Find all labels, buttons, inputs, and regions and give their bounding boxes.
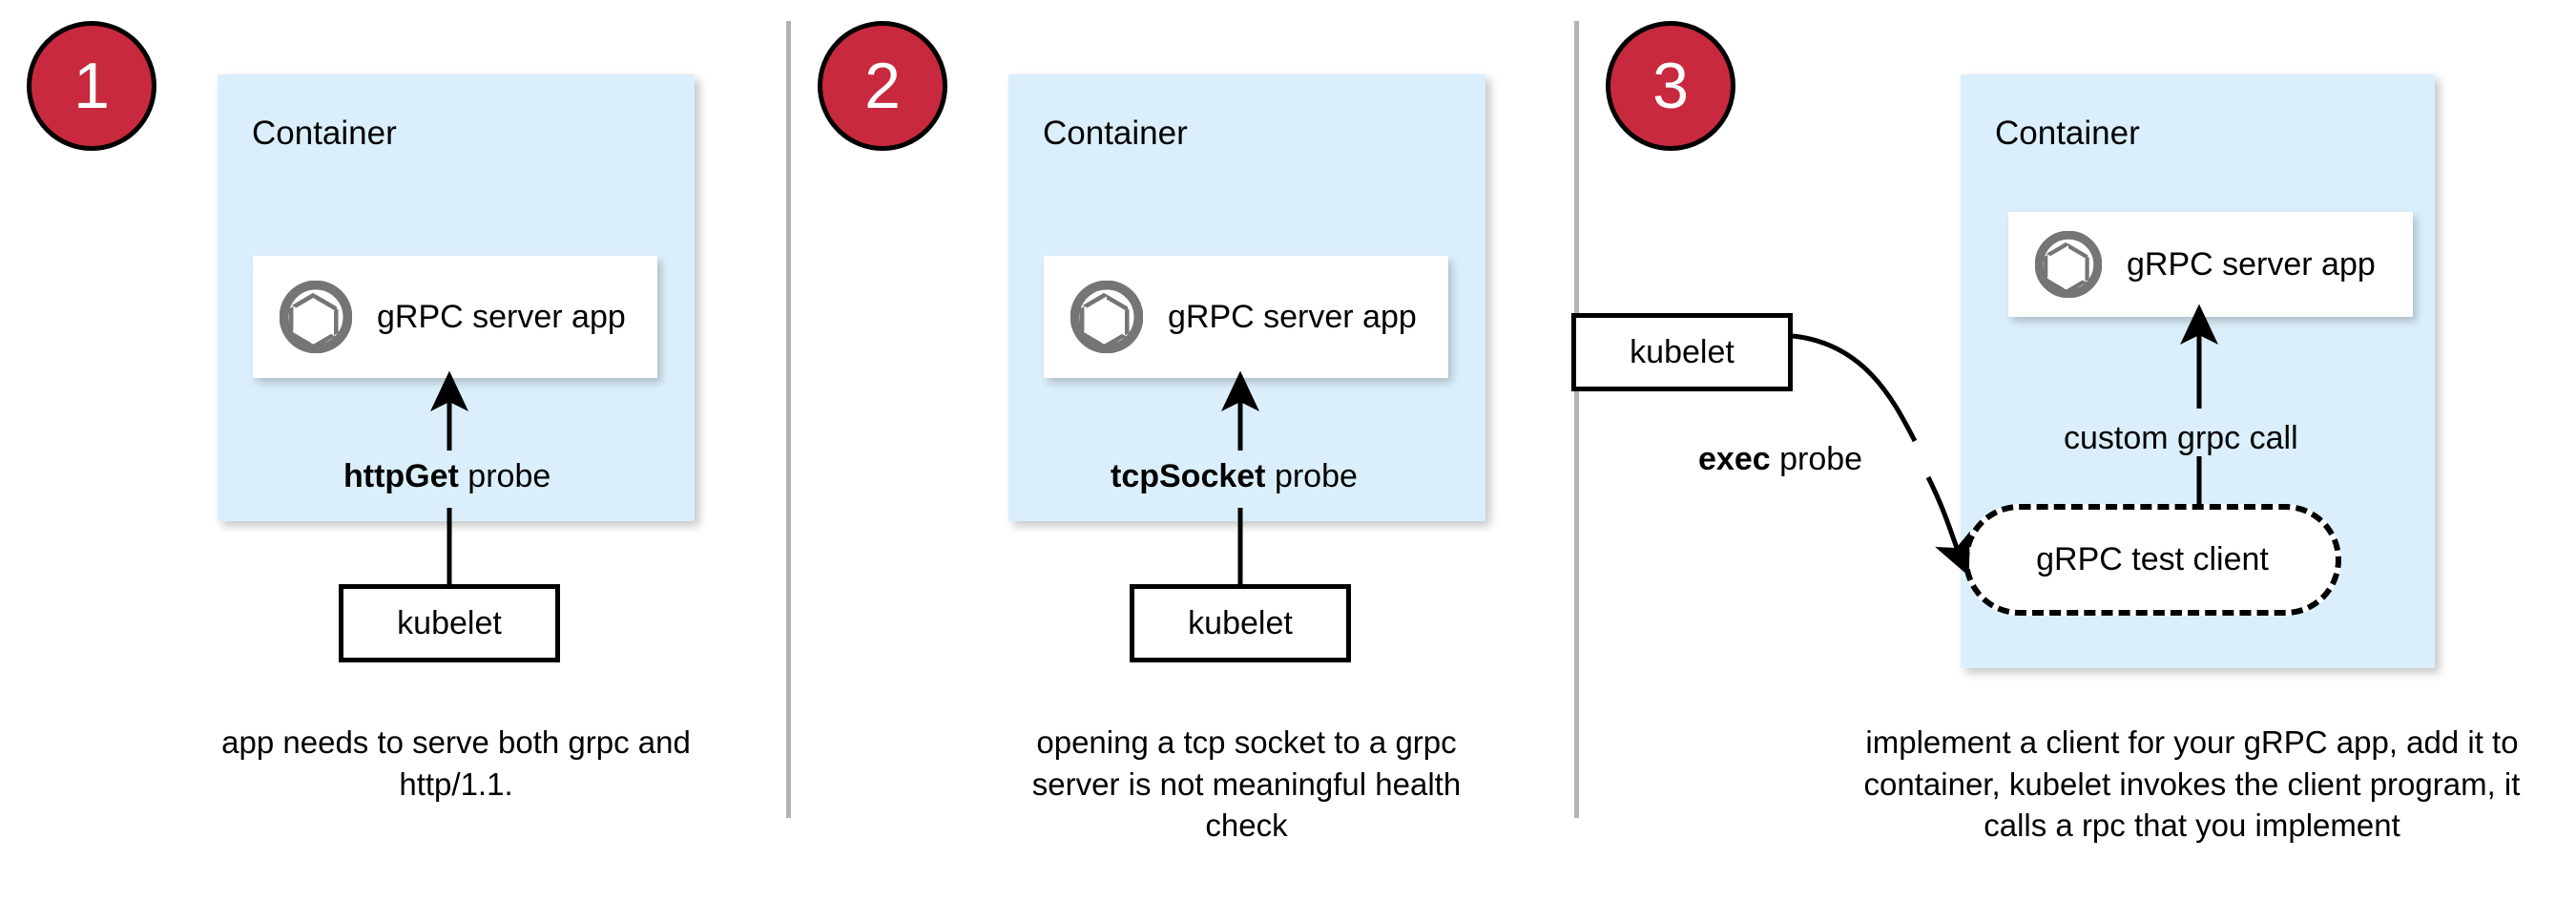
panel-1: 1 Container [0, 0, 786, 923]
probe-label-1-bold: httpGet [343, 458, 459, 494]
container-label-3: Container [1995, 115, 2140, 152]
panel-divider-2 [1574, 21, 1579, 818]
exec-probe-label: exec probe [1698, 441, 1862, 478]
probe-label-2: tcpSocket probe [1111, 458, 1358, 495]
panel-divider-1 [786, 21, 791, 818]
probe-label-2-bold: tcpSocket [1111, 458, 1266, 494]
exec-probe-label-bold: exec [1698, 441, 1771, 477]
caption-1: app needs to serve both grpc and http/1.… [221, 724, 691, 802]
kubelet-label-1: kubelet [397, 604, 502, 641]
probe-label-1-rest: probe [458, 458, 551, 494]
kubelet-label-2: kubelet [1188, 604, 1293, 641]
aperture-icon [1070, 281, 1143, 353]
exec-probe-label-rest: probe [1770, 441, 1863, 477]
grpc-server-app-label-3: gRPC server app [2127, 245, 2376, 283]
grpc-test-client-box: gRPC test client [1963, 504, 2341, 616]
kubelet-box-3: kubelet [1571, 313, 1793, 391]
panel-3: 3 Container gRPC server app [1571, 0, 2576, 923]
grpc-server-app-card-3: gRPC server app [2008, 212, 2413, 317]
grpc-test-client-label: gRPC test client [2036, 541, 2269, 577]
custom-grpc-call-label: custom grpc call [2064, 420, 2298, 456]
grpc-server-app-card-2: gRPC server app [1044, 256, 1448, 378]
step-badge-3: 3 [1606, 21, 1735, 151]
aperture-icon [2035, 231, 2102, 298]
probe-label-1: httpGet probe [343, 458, 551, 495]
kubelet-box-2: kubelet [1130, 584, 1351, 662]
grpc-server-app-label-2: gRPC server app [1168, 298, 1417, 335]
probe-label-2-rest: probe [1265, 458, 1358, 494]
kubelet-label-3: kubelet [1630, 333, 1735, 370]
step-badge-2: 2 [818, 21, 947, 151]
caption-2: opening a tcp socket to a grpc server is… [1031, 724, 1462, 844]
step-badge-1: 1 [27, 21, 156, 151]
grpc-server-app-label-1: gRPC server app [377, 298, 626, 335]
aperture-icon [280, 281, 352, 353]
caption-3: implement a client for your gRPC app, ad… [1863, 724, 2521, 844]
grpc-server-app-card-1: gRPC server app [253, 256, 657, 378]
kubelet-box-1: kubelet [339, 584, 560, 662]
container-label-1: Container [252, 115, 397, 152]
panel-2: 2 Container gRPC server app [791, 0, 1574, 923]
container-label-2: Container [1043, 115, 1188, 152]
